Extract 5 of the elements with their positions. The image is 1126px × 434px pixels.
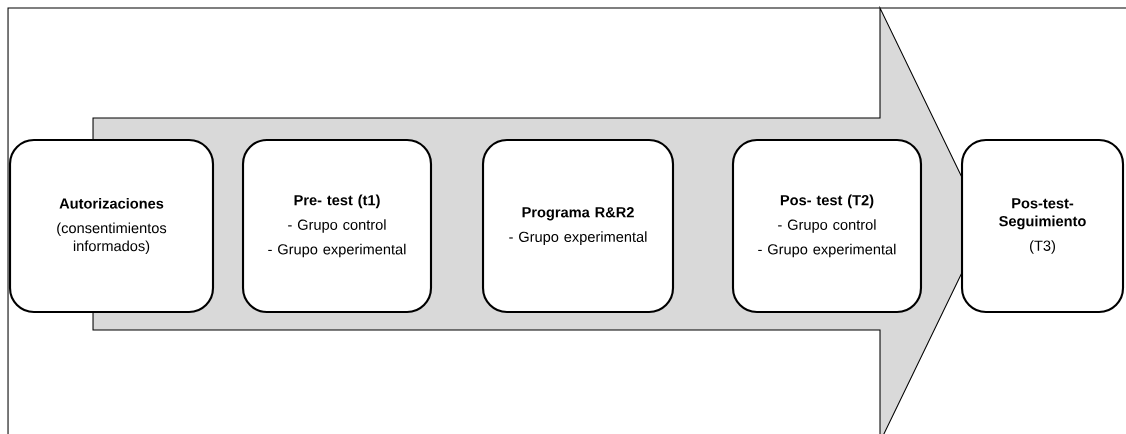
stage-box: Autorizaciones (consentimientos informados) xyxy=(8,138,215,314)
stage-box: Pre- test (t1) - Grupo control - Grupo experimental xyxy=(241,138,433,314)
stage-box: Pos-test-Seguimiento (T3) xyxy=(960,138,1125,314)
stage-box: Pos- test (T2) - Grupo control - Grupo experimental xyxy=(731,138,923,314)
stage-box: Programa R&R2 - Grupo experimental xyxy=(481,138,675,314)
